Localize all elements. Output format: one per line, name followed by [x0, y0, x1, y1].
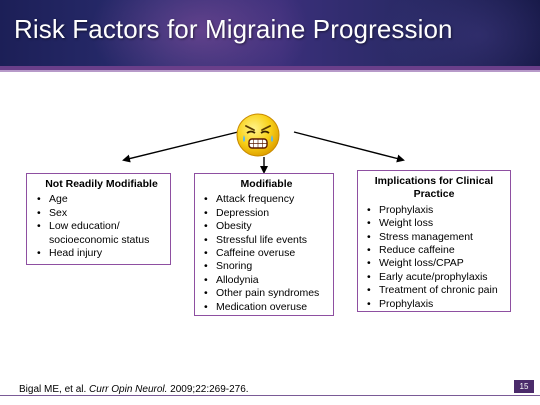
list-item: Allodynia	[204, 274, 333, 288]
list-item-line: socioeconomic status	[49, 233, 150, 246]
arrow-right	[293, 131, 405, 163]
slide-title: Risk Factors for Migraine Progression	[14, 14, 453, 44]
list-item: Caffeine overuse	[204, 247, 333, 261]
page-number: 15	[514, 380, 534, 393]
modifiable-box: Modifiable Attack frequency Depression O…	[194, 173, 334, 316]
list-item: Obesity	[204, 220, 333, 234]
banner-glow	[90, 0, 310, 66]
citation-journal: Curr Opin Neurol.	[89, 384, 168, 395]
list-item: Weight loss/CPAP	[367, 257, 510, 271]
not-modifiable-box: Not Readily Modifiable Age Sex Low educa…	[26, 173, 171, 265]
list-item: Reduce caffeine	[367, 244, 510, 258]
arrow-left	[122, 131, 239, 163]
box-heading: Modifiable	[240, 178, 293, 190]
box-heading-line: Implications for Clinical	[374, 175, 494, 187]
list-item: Head injury	[37, 247, 170, 261]
list-item: Other pain syndromes	[204, 287, 333, 301]
crying-face-icon	[236, 113, 280, 157]
title-underline-light	[0, 70, 540, 72]
list-item: Age	[37, 193, 170, 207]
footer-rule	[0, 395, 540, 396]
list-item: Snoring	[204, 260, 333, 274]
box-heading: Not Readily Modifiable	[45, 178, 158, 190]
list-item: Weight loss	[367, 217, 510, 231]
banner-glow	[380, 0, 540, 66]
box-heading-line: Practice	[413, 188, 455, 201]
citation: Bigal ME, et al. Curr Opin Neurol. 2009;…	[19, 384, 249, 395]
list-item: Stress management	[367, 231, 510, 245]
implication-list: Prophylaxis Weight loss Stress managemen…	[363, 204, 510, 312]
list-item: Low education/socioeconomic status	[37, 220, 170, 247]
list-item: Prophylaxis	[367, 204, 510, 218]
factor-list: Attack frequency Depression Obesity Stre…	[200, 193, 333, 314]
list-item: Prophylaxis	[367, 298, 510, 312]
list-item: Depression	[204, 207, 333, 221]
list-item: Early acute/prophylaxis	[367, 271, 510, 285]
citation-authors: Bigal ME, et al.	[19, 384, 90, 395]
list-item-line: Low education/	[49, 220, 120, 233]
title-banner: Risk Factors for Migraine Progression	[0, 0, 540, 66]
list-item: Attack frequency	[204, 193, 333, 207]
title-underline	[0, 66, 540, 70]
list-item: Sex	[37, 207, 170, 221]
list-item: Stressful life events	[204, 234, 333, 248]
factor-list: Age Sex Low education/socioeconomic stat…	[33, 193, 170, 260]
list-item: Medication overuse	[204, 301, 333, 315]
list-item: Treatment of chronic pain	[367, 284, 510, 298]
citation-details: 2009;22:269-276.	[167, 384, 249, 395]
